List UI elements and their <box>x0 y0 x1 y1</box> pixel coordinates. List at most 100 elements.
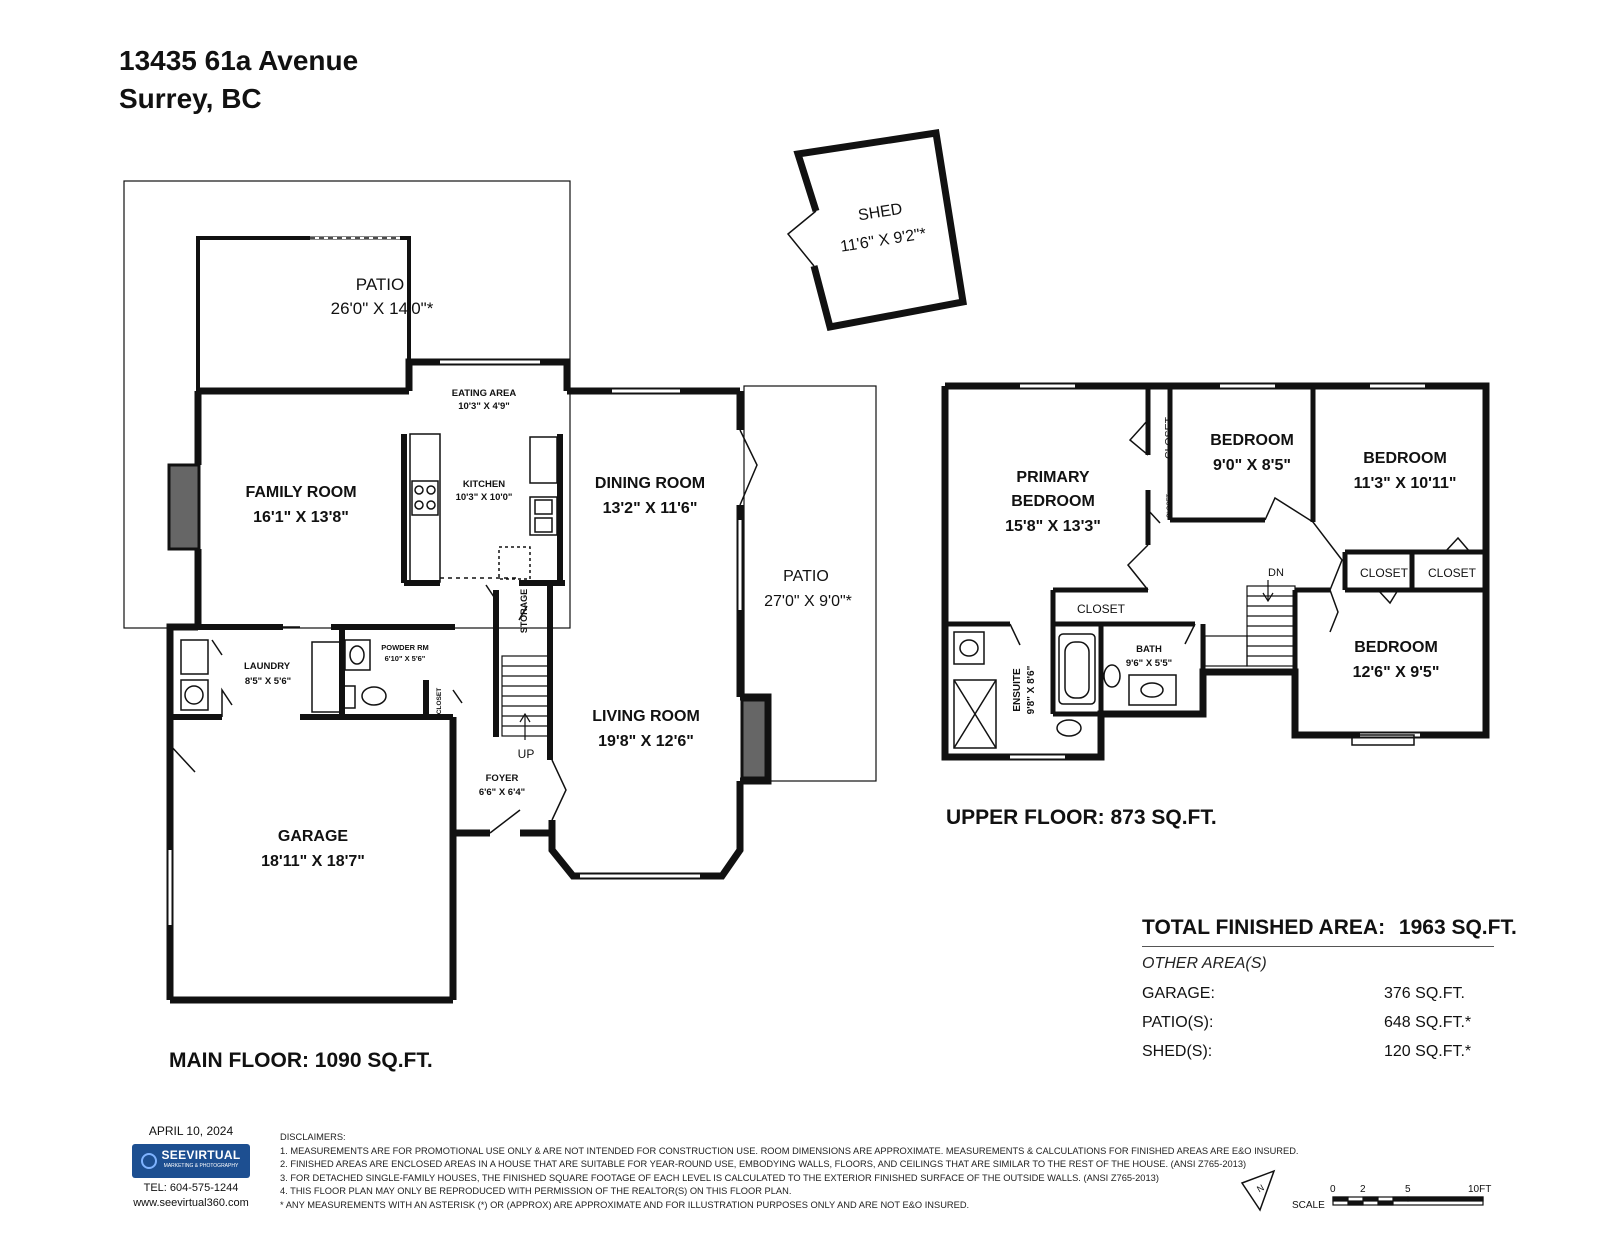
closet-upper-4: CLOSET <box>1428 566 1477 580</box>
other-area-row-patios: PATIO(S): 648 SQ.FT.* <box>1142 1013 1472 1031</box>
footer-branding: APRIL 10, 2024 SEEVIRTUAL MARKETING & PH… <box>126 1124 256 1209</box>
address-line-1: 13435 61a Avenue <box>119 45 359 76</box>
address-line-2: Surrey, BC <box>119 83 262 114</box>
fireplace-living-room <box>740 698 768 780</box>
seevirtual-logo[interactable]: SEEVIRTUAL MARKETING & PHOTOGRAPHY <box>132 1144 250 1178</box>
eating-area-name: EATING AREA <box>452 388 517 399</box>
laundry-fixtures <box>180 639 387 713</box>
disclaimers-block: DISCLAIMERS: 1. MEASUREMENTS ARE FOR PRO… <box>280 1131 1310 1213</box>
ensuite-name: ENSUITE <box>1012 668 1023 712</box>
patio-top-rail <box>196 236 411 391</box>
upper-bath-fixtures <box>953 631 1177 749</box>
logo-mark-icon <box>141 1153 158 1169</box>
plan-date: APRIL 10, 2024 <box>148 1124 234 1138</box>
other-area-row-sheds: SHED(S): 120 SQ.FT.* <box>1142 1042 1472 1060</box>
patio-top-name: PATIO <box>356 275 405 294</box>
upper-floor-plan <box>941 382 1490 761</box>
scale-tick-5: 5 <box>1405 1184 1411 1195</box>
garage-dims: 18'11" X 18'7" <box>261 853 365 870</box>
ensuite-dims: 9'8" X 8'6" <box>1026 665 1037 714</box>
powder-room-dims: 6'10" X 5'6" <box>385 654 426 663</box>
main-exterior-walls <box>166 358 772 1004</box>
total-finished-area: TOTAL FINISHED AREA: 1963 SQ.FT. <box>1142 916 1517 940</box>
foyer-dims: 6'6" X 6'4" <box>479 787 525 798</box>
main-windows <box>168 360 742 925</box>
bedroom-1-dims: 9'0" X 8'5" <box>1213 457 1291 474</box>
primary-bedroom-line2: BEDROOM <box>1011 493 1095 510</box>
main-floor-plan <box>123 180 877 1004</box>
bedroom-1-name: BEDROOM <box>1210 432 1294 449</box>
stairs-up-label: UP <box>518 747 535 761</box>
disclaimer-4: 4. THIS FLOOR PLAN MAY ONLY BE REPRODUCE… <box>280 1186 792 1197</box>
bedroom-2-dims: 11'3" X 10'11" <box>1354 475 1457 492</box>
closet-upper-5: CLOSET <box>1077 602 1126 616</box>
patio-right-name: PATIO <box>783 568 829 585</box>
north-compass-icon <box>1240 1169 1276 1212</box>
kitchen-dims: 10'3" X 10'0" <box>456 492 513 503</box>
garage-name: GARAGE <box>278 828 349 845</box>
disclaimer-1: 1. MEASUREMENTS ARE FOR PROMOTIONAL USE … <box>280 1145 1299 1156</box>
family-room-dims: 16'1" X 13'8" <box>253 509 349 526</box>
shed-name: SHED <box>857 201 904 225</box>
laundry-dims: 8'5" X 5'6" <box>245 676 291 687</box>
bath-name: BATH <box>1136 644 1162 655</box>
address-header: 13435 61a Avenue Surrey, BC <box>119 42 358 118</box>
disclaimer-3: 3. FOR DETACHED SINGLE-FAMILY HOUSES, TH… <box>280 1172 1159 1183</box>
bedroom-3-dims: 12'6" X 9'5" <box>1353 664 1440 681</box>
other-areas-heading: OTHER AREA(S) <box>1142 955 1267 972</box>
bedroom-2-name: BEDROOM <box>1363 450 1447 467</box>
shed-plan <box>786 129 967 332</box>
shed-dims: 11'6" X 9'2"* <box>839 225 927 255</box>
totals-divider <box>1142 946 1494 947</box>
scale-bar <box>1332 1196 1484 1206</box>
other-area-row-garage: GARAGE: 376 SQ.FT. <box>1142 984 1465 1002</box>
scale-tick-10: 10FT <box>1468 1184 1492 1195</box>
disclaimer-2: 2. FINISHED AREAS ARE ENCLOSED AREAS IN … <box>280 1159 1247 1170</box>
bedroom-3-name: BEDROOM <box>1354 639 1438 656</box>
scale-label: SCALE <box>1292 1200 1325 1211</box>
storage-label: STORAGE <box>519 589 529 633</box>
dining-room-name: DINING ROOM <box>595 475 705 492</box>
area-totals: TOTAL FINISHED AREA: 1963 SQ.FT. OTHER A… <box>1142 916 1517 1066</box>
primary-bedroom-line1: PRIMARY <box>1016 469 1090 486</box>
contact-phone: TEL: 604-575-1244 <box>143 1182 239 1194</box>
fireplace-family-room <box>167 463 201 551</box>
closet-main-label: CLOSET <box>436 688 443 714</box>
logo-tagline: MARKETING & PHOTOGRAPHY <box>163 1163 239 1169</box>
foyer-name: FOYER <box>486 773 519 784</box>
eating-area-dims: 10'3" X 4'9" <box>458 401 510 412</box>
patio-top-dims: 26'0" X 14'0"* <box>331 299 434 318</box>
bath-dims: 9'6" X 5'5" <box>1126 658 1172 669</box>
patio-right-dims: 27'0" X 9'0"* <box>764 593 852 610</box>
upper-door-swings <box>1009 419 1471 646</box>
upper-stairs <box>1204 580 1296 667</box>
scale-tick-2: 2 <box>1360 1184 1366 1195</box>
family-room-name: FAMILY ROOM <box>245 484 356 501</box>
main-door-swings <box>169 429 758 834</box>
closet-upper-2: CLOSET <box>1167 494 1173 518</box>
primary-bedroom-dims: 15'8" X 13'3" <box>1005 518 1101 535</box>
living-room-dims: 19'8" X 12'6" <box>598 733 694 750</box>
total-finished-value: 1963 SQ.FT. <box>1398 916 1517 939</box>
living-room-name: LIVING ROOM <box>592 708 700 725</box>
closet-upper-3: CLOSET <box>1360 566 1409 580</box>
main-floor-area: MAIN FLOOR: 1090 SQ.FT. <box>169 1049 433 1072</box>
dining-room-dims: 13'2" X 11'6" <box>603 500 698 517</box>
north-label: N <box>1255 1182 1266 1194</box>
patio-right-outline <box>743 385 877 782</box>
stairs-down-label: DN <box>1268 567 1284 579</box>
kitchen-fixtures <box>409 433 558 583</box>
disclaimers-title: DISCLAIMERS: <box>280 1132 346 1142</box>
total-finished-label: TOTAL FINISHED AREA: <box>1142 916 1386 939</box>
contact-website[interactable]: www.seevirtual360.com <box>133 1197 249 1209</box>
laundry-name: LAUNDRY <box>244 661 291 672</box>
powder-room-name: POWDER RM <box>381 643 429 652</box>
disclaimer-5: * ANY MEASUREMENTS WITH AN ASTERISK (*) … <box>280 1199 970 1210</box>
closet-upper-1: CLOSET <box>1163 416 1175 459</box>
upper-floor-area: UPPER FLOOR: 873 SQ.FT. <box>946 806 1217 829</box>
main-stairs <box>501 605 549 740</box>
kitchen-name: KITCHEN <box>463 479 505 490</box>
logo-name: SEEVIRTUAL <box>161 1148 241 1162</box>
scale-tick-0: 0 <box>1330 1184 1336 1195</box>
